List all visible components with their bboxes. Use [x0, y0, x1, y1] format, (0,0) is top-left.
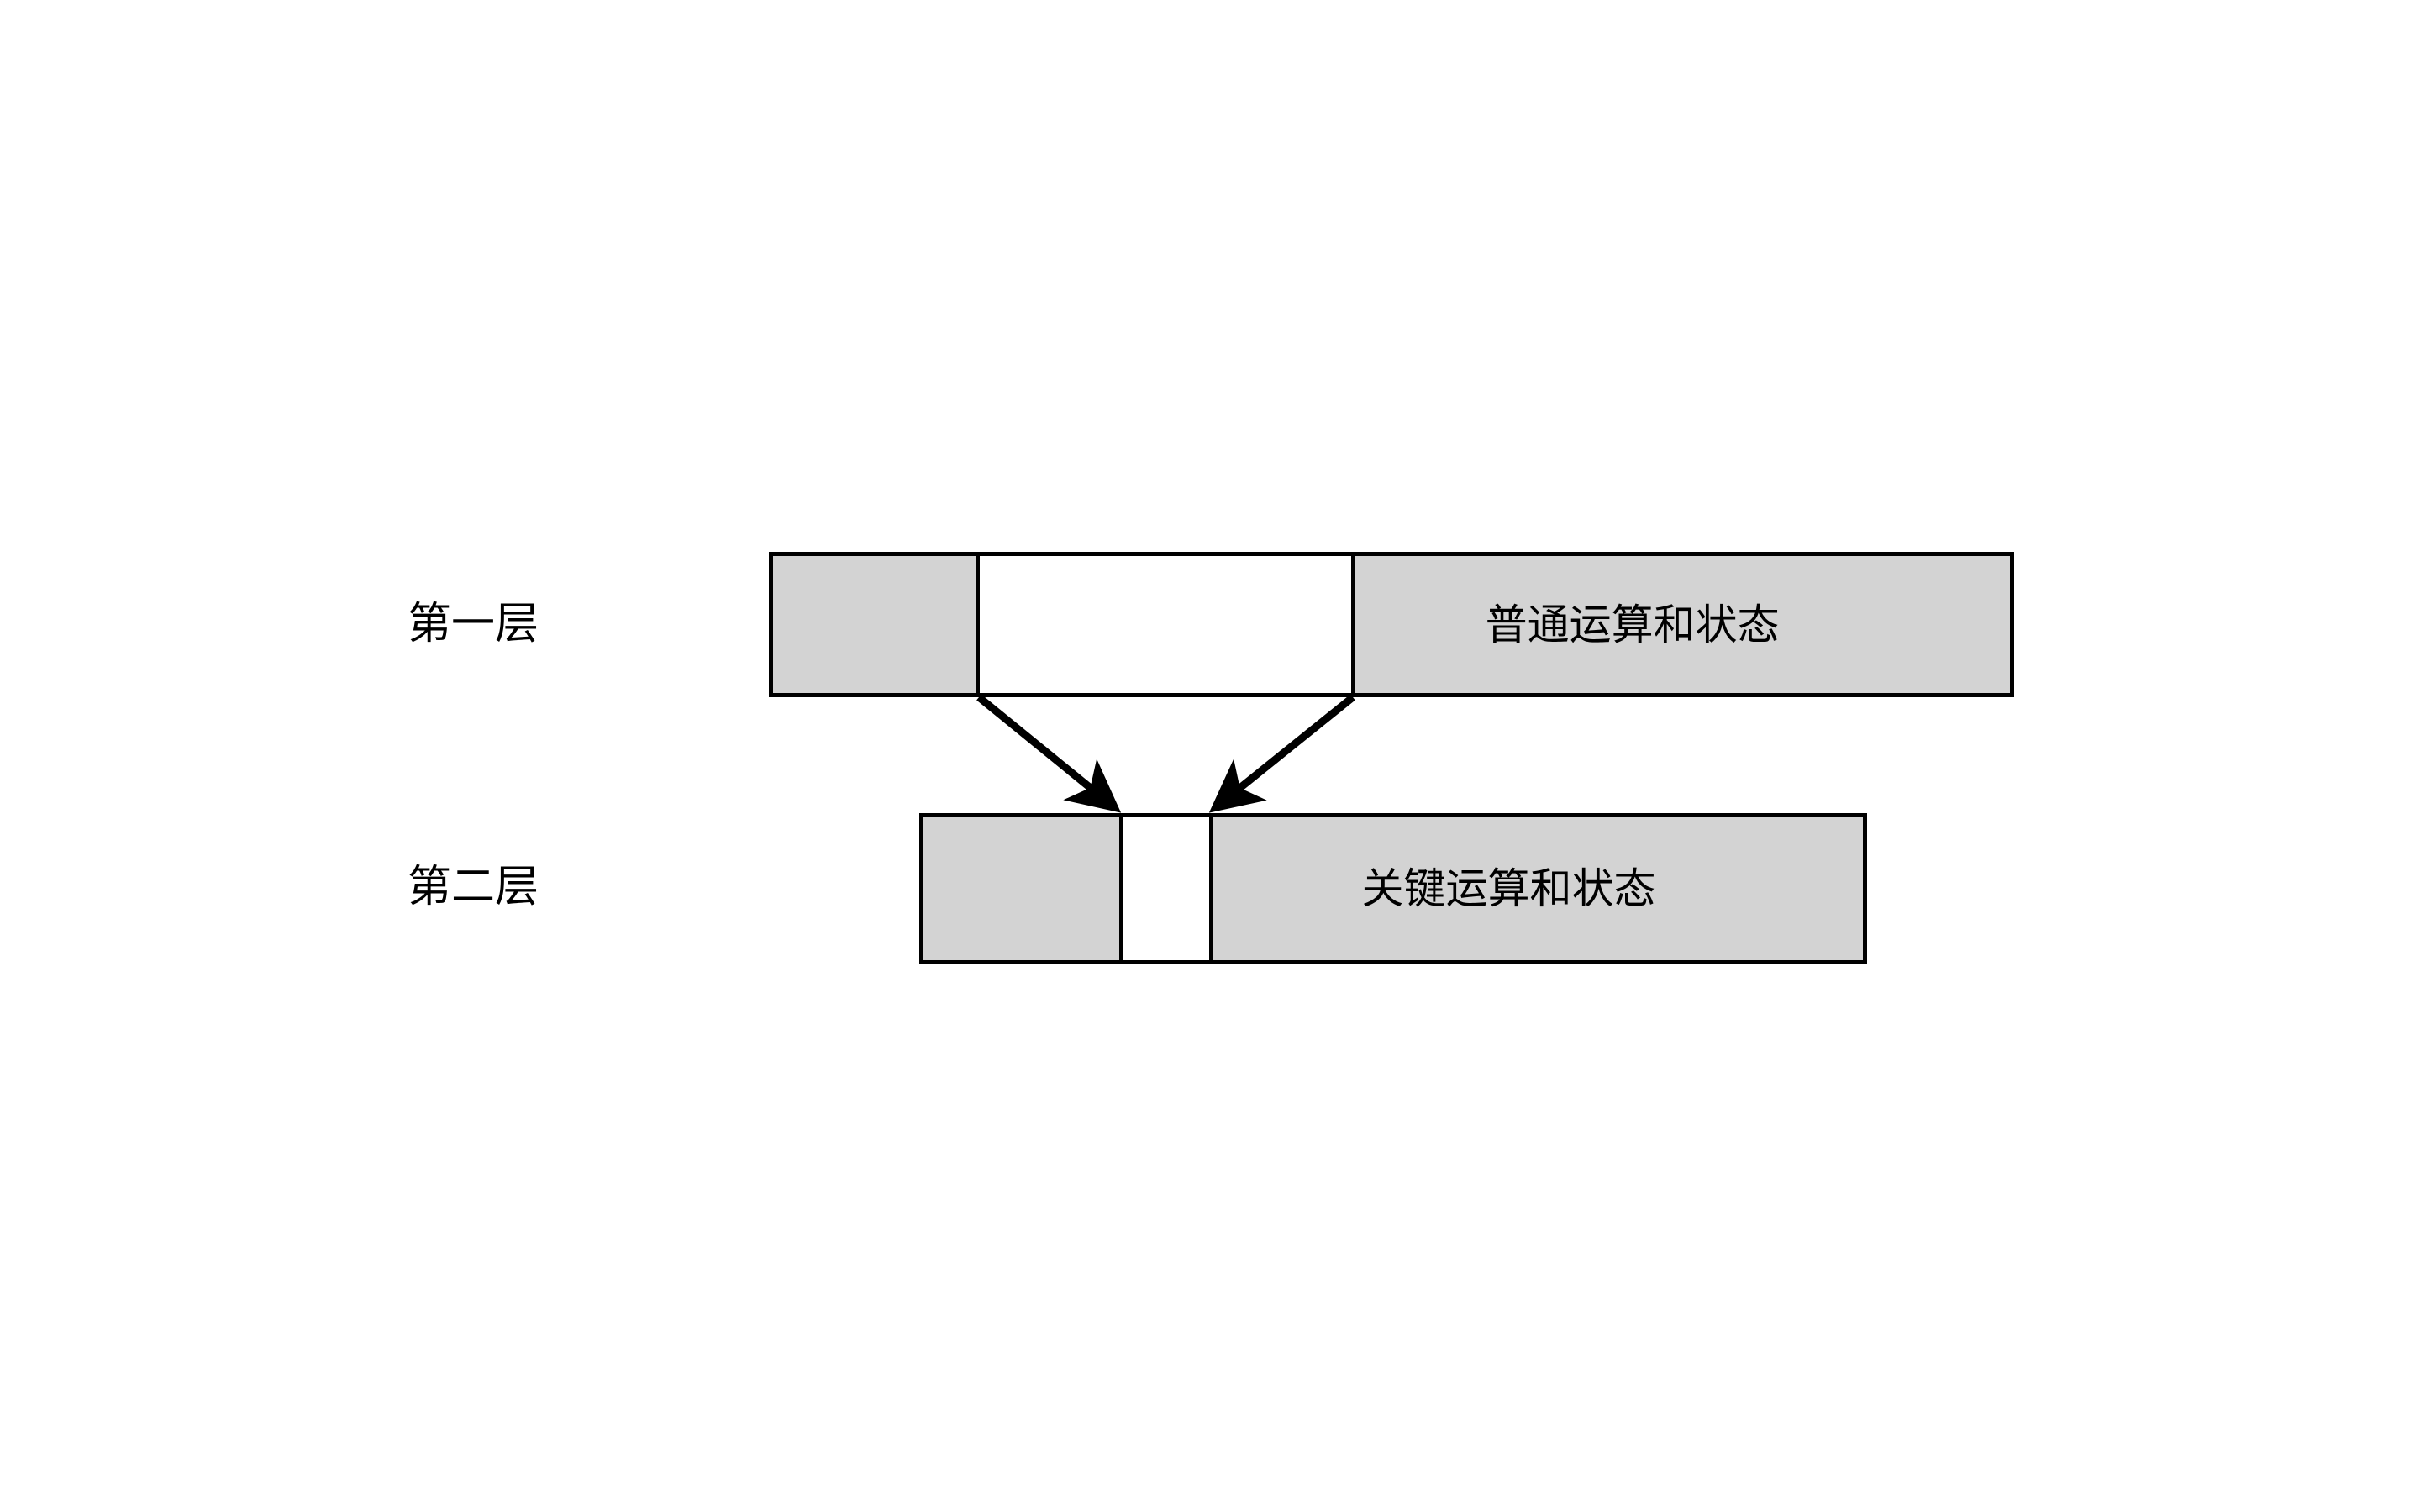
row-label-layer-1: 第一层 — [408, 599, 539, 649]
arrow-left-down-icon — [976, 694, 1122, 813]
bar-layer-1-segment-right: 普通运算和状态 — [1350, 552, 2014, 697]
bar-layer-2-text: 关键运算和状态 — [1361, 864, 1656, 913]
bar-layer-1-segment-gap — [976, 552, 1355, 697]
bar-layer-2-segment-right: 关键运算和状态 — [1208, 813, 1868, 964]
row-label-layer-2: 第二层 — [408, 862, 539, 912]
bar-layer-1: 普通运算和状态 — [769, 552, 2014, 697]
arrow-right-down-icon — [1208, 694, 1355, 813]
bar-layer-1-segment-left — [769, 552, 981, 697]
bar-layer-2-segment-gap — [1118, 813, 1213, 964]
bar-layer-2: 关键运算和状态 — [919, 813, 1868, 964]
bar-layer-1-text: 普通运算和状态 — [1485, 600, 1780, 649]
bar-layer-2-segment-left — [919, 813, 1123, 964]
